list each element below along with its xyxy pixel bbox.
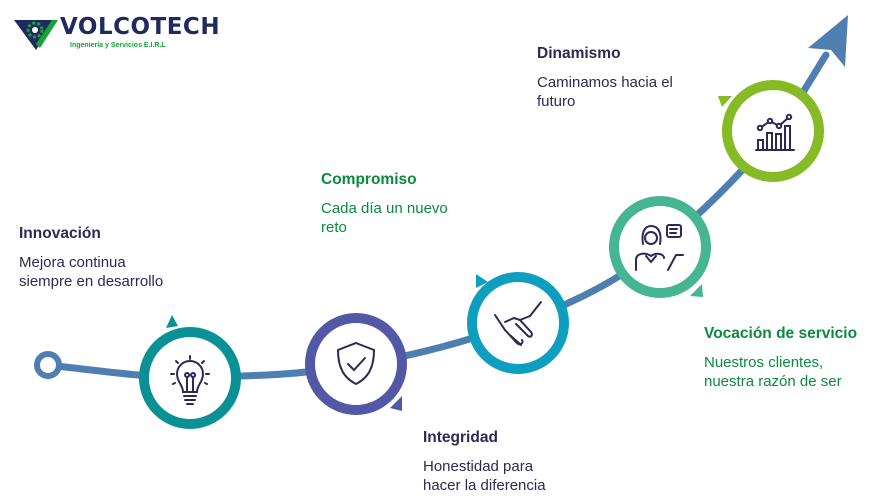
step-title: Compromiso [321,171,417,188]
step-title: Dinamismo [537,45,621,62]
lightbulb-icon [170,355,210,405]
step-circle-dinamismo [722,80,824,182]
step-circle-integridad [305,313,407,415]
step-circle-compromiso [467,272,569,374]
arrowhead-icon [808,15,848,67]
customer-service-icon [635,224,684,271]
growth-chart-icon [755,113,795,151]
shield-check-icon [336,341,376,386]
pointer-integridad [390,396,402,411]
logo-tagline: Ingeniería y Servicios E.I.R.L [70,42,166,49]
timeline-start-marker [34,351,62,379]
step-title: Integridad [423,429,498,446]
logo-name: VOLCOTECH [60,14,221,40]
step-circle-innovacion [139,327,241,429]
step-circle-vocacion [609,196,711,298]
pointer-compromiso [476,274,488,288]
step-description: Nuestros clientes,nuestra razón de ser [704,354,842,390]
pointer-vocacion [690,284,703,297]
pointer-dinamismo [718,96,732,107]
step-vocacion: Vocación de servicio Nuestros clientes,n… [704,325,884,391]
handshake-icon [494,301,542,346]
pointer-innovacion [166,315,178,328]
step-title: Innovación [19,225,101,242]
logo-emblem [14,20,58,50]
step-title: Vocación de servicio [704,325,858,342]
